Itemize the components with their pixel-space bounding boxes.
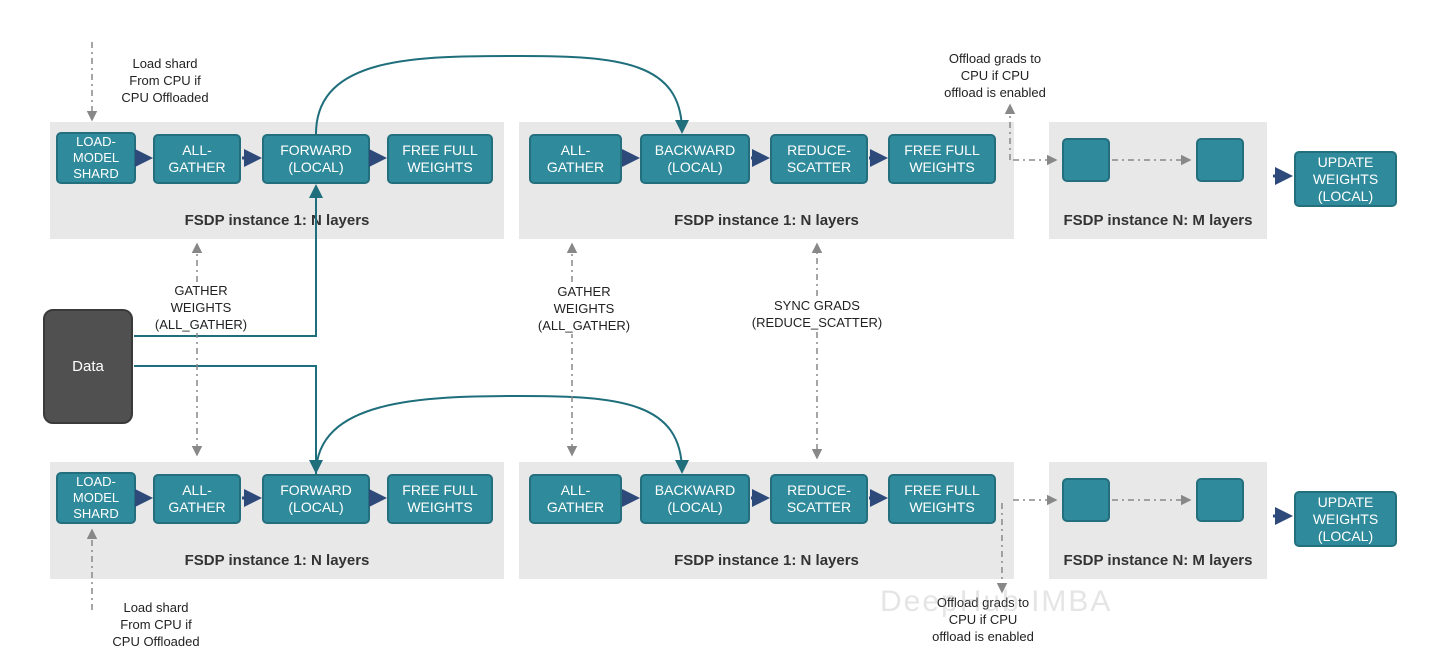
data-to-forward-top <box>134 184 323 337</box>
forward-box: FORWARD (LOCAL) <box>262 134 370 184</box>
panel-label: FSDP instance 1: N layers <box>674 212 859 229</box>
free-full-weights-box: FREE FULL WEIGHTS <box>888 474 996 524</box>
all-gather-box: ALL- GATHER <box>529 474 622 524</box>
backward-box: BACKWARD (LOCAL) <box>640 134 750 184</box>
reduce-scatter-box: REDUCE- SCATTER <box>770 134 868 184</box>
data-to-forward-bottom <box>134 365 323 474</box>
offload-grads-note: Offload grads to CPU if CPU offload is e… <box>932 595 1034 644</box>
forward-to-backward-arc <box>315 394 689 475</box>
backward-box: BACKWARD (LOCAL) <box>640 474 750 524</box>
load-model-shard-box: LOAD- MODEL SHARD <box>56 472 136 524</box>
gather-weights-note: GATHER WEIGHTS (ALL_GATHER) <box>140 282 262 333</box>
all-gather-box: ALL- GATHER <box>529 134 622 184</box>
data-node: Data <box>43 309 133 424</box>
load-model-shard-box: LOAD- MODEL SHARD <box>56 132 136 184</box>
forward-box: FORWARD (LOCAL) <box>262 474 370 524</box>
panel-label: FSDP instance N: M layers <box>1063 552 1253 569</box>
forward-to-backward-arc <box>315 54 689 135</box>
layer-block <box>1196 138 1244 182</box>
panel-label: FSDP instance 1: N layers <box>674 552 859 569</box>
layer-block <box>1196 478 1244 522</box>
all-gather-box: ALL- GATHER <box>153 474 241 524</box>
free-full-weights-box: FREE FULL WEIGHTS <box>387 474 493 524</box>
update-weights-box: UPDATE WEIGHTS (LOCAL) <box>1294 151 1397 207</box>
reduce-scatter-box: REDUCE- SCATTER <box>770 474 868 524</box>
all-gather-box: ALL- GATHER <box>153 134 241 184</box>
panel-label: FSDP instance N: M layers <box>1063 212 1253 229</box>
load-shard-note: Load shard From CPU if CPU Offloaded <box>100 599 212 650</box>
gather-weights-note: GATHER WEIGHTS (ALL_GATHER) <box>522 283 646 334</box>
layer-block <box>1062 138 1110 182</box>
offload-grads-note: Offload grads to CPU if CPU offload is e… <box>930 50 1060 101</box>
panel-label: FSDP instance 1: N layers <box>184 552 370 569</box>
load-shard-note: Load shard From CPU if CPU Offloaded <box>110 55 220 106</box>
panel-label: FSDP instance 1: N layers <box>184 212 370 229</box>
layer-block <box>1062 478 1110 522</box>
free-full-weights-box: FREE FULL WEIGHTS <box>387 134 493 184</box>
watermark: DeepHub IMBA <box>880 585 1113 618</box>
free-full-weights-box: FREE FULL WEIGHTS <box>888 134 996 184</box>
sync-grads-note: SYNC GRADS (REDUCE_SCATTER) <box>742 297 892 331</box>
update-weights-box: UPDATE WEIGHTS (LOCAL) <box>1294 491 1397 547</box>
